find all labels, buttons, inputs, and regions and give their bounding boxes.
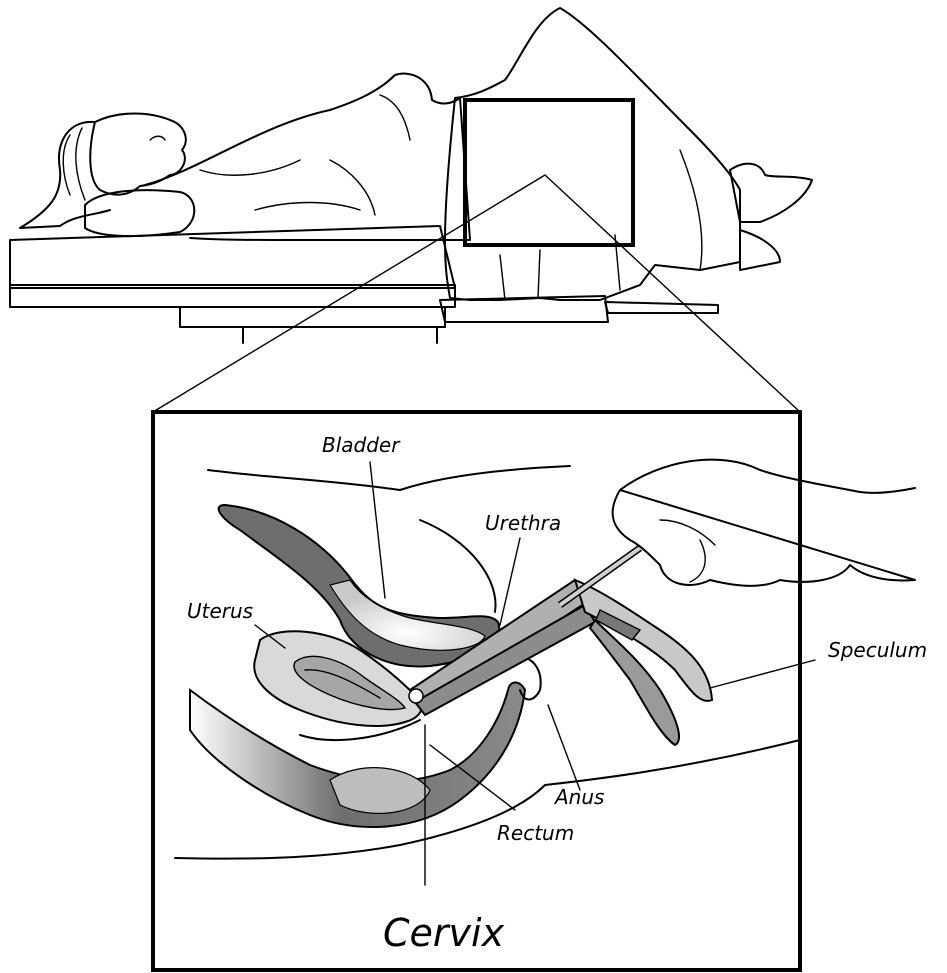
gloved-hand — [613, 460, 915, 586]
label-speculum: Speculum — [828, 638, 927, 662]
label-anus: Anus — [553, 785, 604, 809]
patient-figure — [20, 8, 812, 300]
label-cervix: Cervix — [383, 911, 505, 955]
label-urethra: Urethra — [485, 511, 561, 535]
label-bladder: Bladder — [322, 433, 401, 457]
label-rectum: Rectum — [497, 821, 574, 845]
label-uterus: Uterus — [187, 599, 253, 623]
zoom-focus-box — [153, 100, 800, 412]
